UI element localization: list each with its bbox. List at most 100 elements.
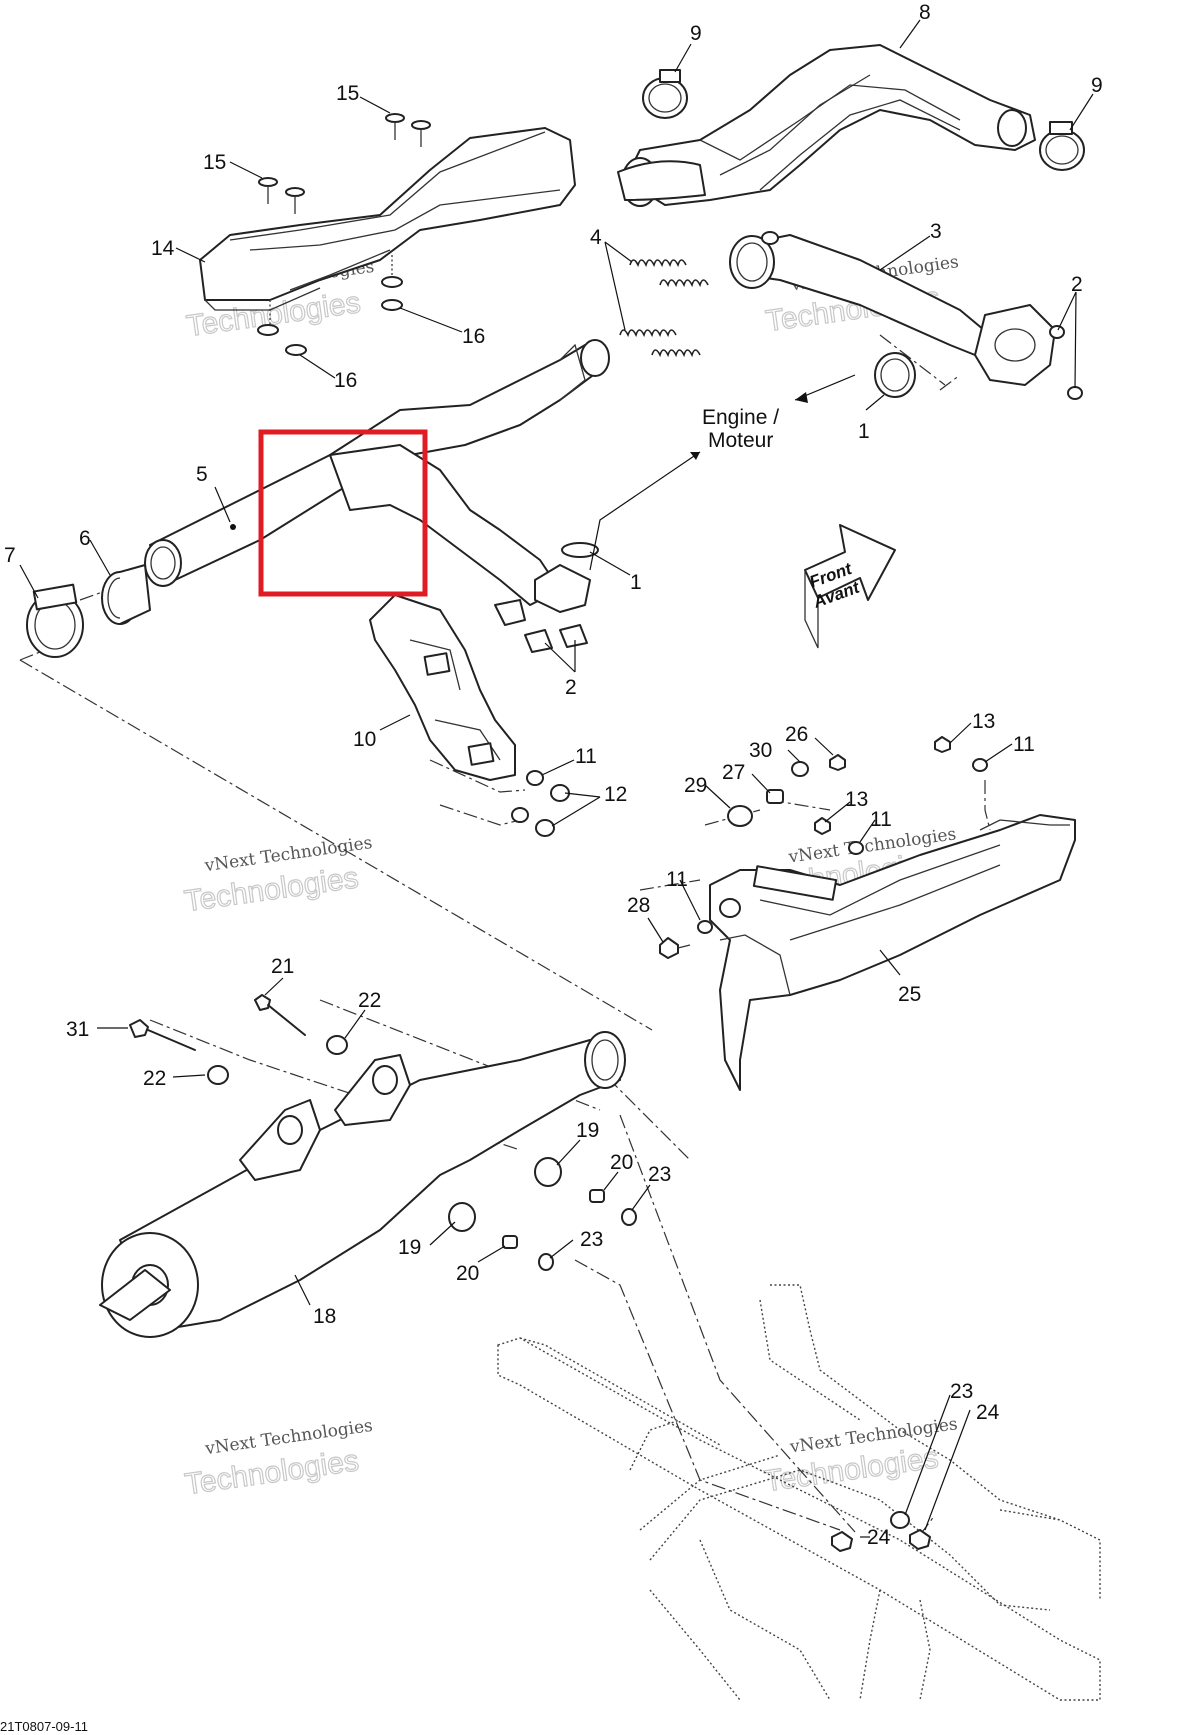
callout-8: 8: [919, 1, 931, 24]
bolt-28: [659, 937, 679, 959]
bolt-31: [129, 1019, 149, 1038]
clamp-9-right: [1039, 121, 1085, 171]
grommet-29: [727, 805, 753, 827]
callout-14: 14: [151, 237, 175, 260]
washer-16-b: [257, 324, 279, 336]
washer-11-a: [526, 770, 544, 786]
callout-9-left: 9: [690, 22, 702, 45]
callout-11-left: 11: [575, 745, 597, 768]
sleeve-6: [101, 564, 151, 625]
hardware-25: [659, 736, 988, 959]
nut-24-a: [909, 1529, 931, 1550]
heat-shield-upper: [199, 113, 576, 356]
callout-23-frame: 23: [950, 1380, 973, 1403]
callout-5: 5: [196, 463, 208, 486]
engine-direction: Engine / Moteur: [589, 374, 856, 571]
exhaust-pipe-5: [144, 339, 610, 606]
callout-19-left: 19: [398, 1236, 421, 1259]
spacer-20-a: [589, 1189, 605, 1203]
callout-25: 25: [898, 983, 921, 1006]
callout-26: 26: [785, 723, 808, 746]
bolt-13-b: [934, 736, 951, 753]
rivet-15-d: [285, 187, 305, 214]
callout-7: 7: [4, 544, 16, 567]
nut-24-b: [831, 1531, 853, 1552]
callout-3: 3: [930, 220, 942, 243]
callout-27: 27: [722, 761, 745, 784]
grommet-19-a: [534, 1157, 562, 1187]
clamp-7: [26, 583, 84, 658]
callout-15-left: 15: [203, 151, 226, 174]
grommet-19-b: [448, 1202, 476, 1232]
callout-11-lower: 11: [666, 868, 688, 891]
nut-12-b: [535, 819, 555, 837]
bolt-13-a: [814, 817, 831, 835]
moteur-label: Moteur: [708, 429, 773, 452]
watermark-large-6: Technologies: [762, 1441, 940, 1498]
vehicle-frame: [497, 1284, 1101, 1701]
nut-2-lower-a: [524, 629, 553, 653]
callout-23-left: 23: [580, 1228, 603, 1251]
callout-18: 18: [313, 1305, 336, 1328]
callout-23-right: 23: [648, 1163, 671, 1186]
callout-19-right: 19: [576, 1119, 599, 1142]
washer-22-a: [207, 1065, 229, 1085]
springs-4: [619, 259, 709, 358]
callout-13-right: 13: [972, 710, 995, 733]
spacer-27: [766, 789, 784, 804]
front-arrow: Front Avant: [804, 524, 896, 649]
washer-23-a: [621, 1208, 637, 1226]
callout-21: 21: [271, 955, 294, 978]
washer-30: [791, 761, 809, 777]
callout-1-lower: 1: [630, 571, 642, 594]
callout-30: 30: [749, 739, 772, 762]
callout-16-right: 16: [462, 325, 485, 348]
heat-shield-25: [709, 814, 1076, 1091]
callout-16-bottom: 16: [334, 369, 357, 392]
callout-2-lower: 2: [565, 676, 577, 699]
callout-12: 12: [604, 783, 627, 806]
callout-11-right: 11: [1013, 733, 1035, 756]
callout-numbers: 9 8 9 15 15 14 16 16 4 3 2 1 1 5 6 7 2 1…: [4, 1, 1103, 1549]
washer-23-c: [890, 1511, 910, 1529]
callout-22-left: 22: [143, 1067, 166, 1090]
watermark-5: Technologies vNext Technologies: [182, 1416, 374, 1502]
washer-16-a: [381, 276, 403, 288]
callout-28: 28: [627, 894, 650, 917]
callout-29: 29: [684, 774, 707, 797]
callout-6: 6: [79, 527, 91, 550]
washer-11-b: [511, 807, 529, 823]
rivet-15-a: [385, 113, 405, 140]
nut-2-right-b: [1067, 386, 1083, 400]
watermark-6: Technologies vNext Technologies: [762, 1414, 959, 1499]
muffler-hardware: [129, 994, 637, 1271]
gasket-1-lower: [561, 542, 599, 558]
heat-shield-10: [369, 594, 516, 781]
washer-11-e: [972, 758, 988, 772]
callout-9-right: 9: [1091, 74, 1103, 97]
nut-2-lower-b: [559, 624, 588, 648]
flange-lower: [494, 542, 599, 653]
header-pipe-3: [729, 231, 1056, 386]
drawing-code: 21T0807-09-11: [0, 1719, 88, 1734]
rivet-15-b: [411, 120, 431, 147]
nut-2-right-a: [1049, 325, 1065, 339]
callout-20-left: 20: [456, 1262, 479, 1285]
rivet-15-c: [258, 177, 278, 204]
callout-15-top: 15: [336, 82, 359, 105]
assembly-lines: [19, 334, 991, 1536]
callout-4: 4: [590, 226, 602, 249]
highlight-box: [258, 429, 428, 597]
callout-24-left: 24: [867, 1526, 891, 1549]
exhaust-pipe-shield-8: [617, 44, 1036, 207]
bolt-21: [254, 994, 271, 1011]
muffler-18: [99, 1031, 626, 1338]
engine-label: Engine /: [702, 406, 779, 429]
watermarks: Technologies vNext Technologies Technolo…: [182, 252, 960, 1502]
callout-22-right: 22: [358, 989, 381, 1012]
washer-16-d: [381, 299, 403, 311]
nut-26: [829, 754, 846, 771]
washer-11-c: [697, 920, 713, 934]
callout-11-mid: 11: [870, 808, 892, 831]
